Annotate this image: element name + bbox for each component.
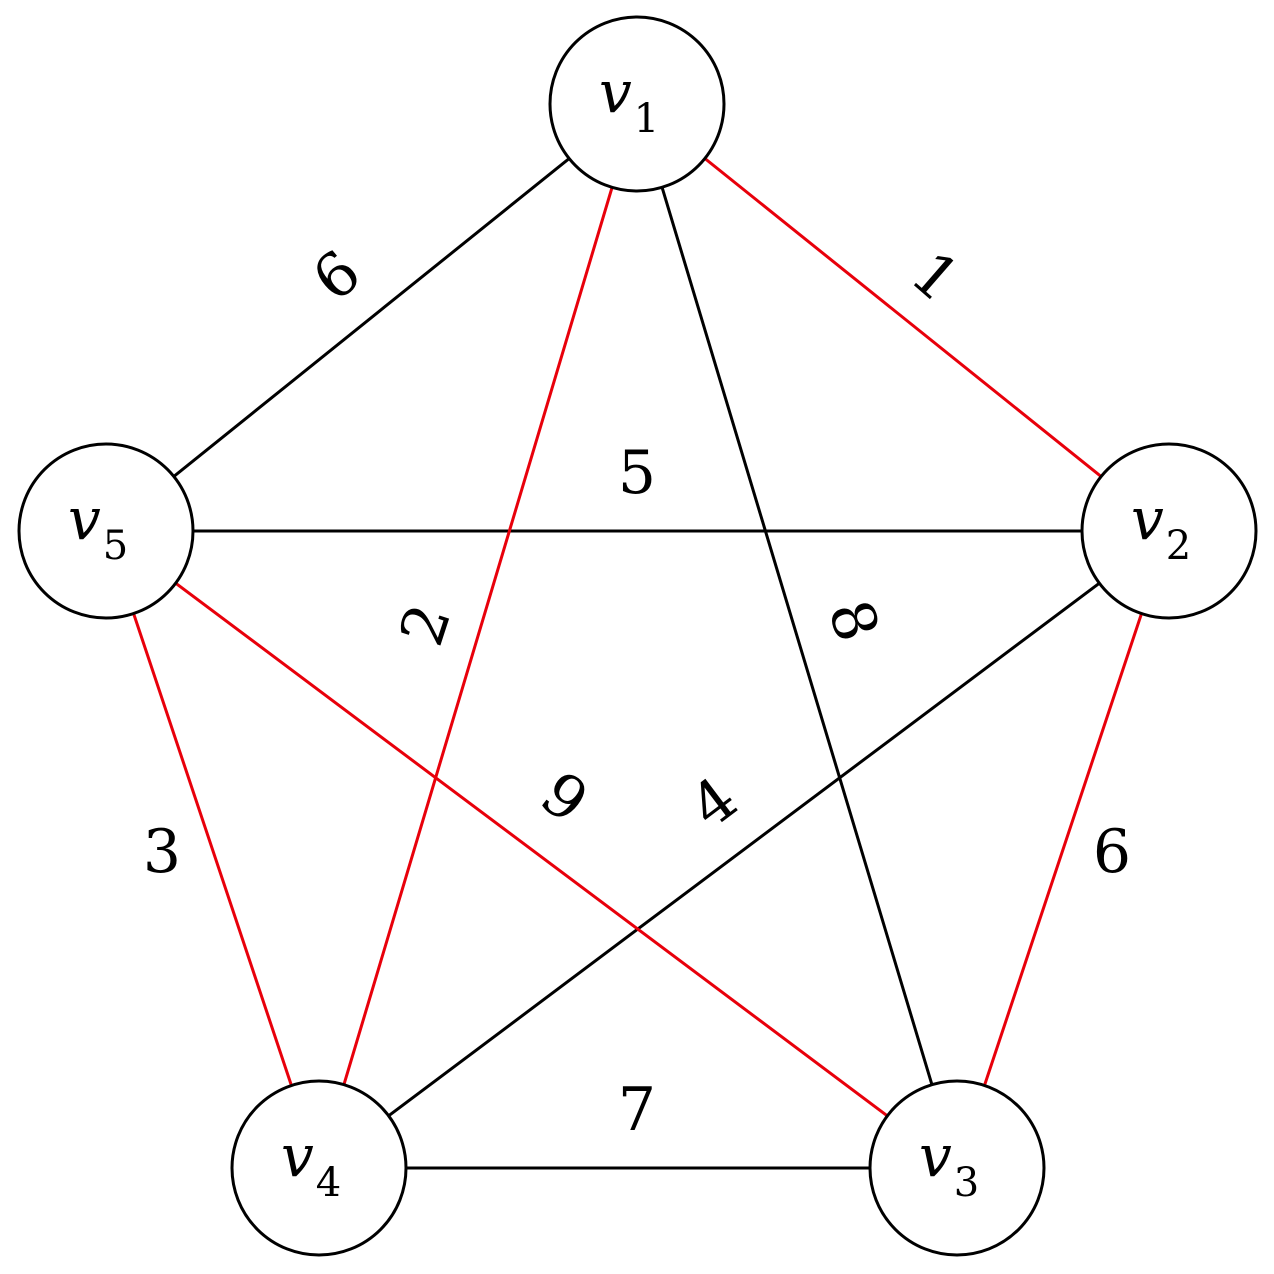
edge-v1-v5 (105, 102, 638, 533)
node-label-base: v (281, 1122, 314, 1190)
edge-weight-v4-v3: 7 (618, 1075, 656, 1145)
node-label: v2 (1131, 485, 1191, 569)
node-label: v1 (599, 58, 659, 142)
node-label-base: v (1131, 485, 1164, 553)
edge-weight-v2-v3: 6 (1093, 817, 1131, 887)
edge-v5-v3 (105, 529, 958, 1170)
edges-layer (104, 102, 1171, 1170)
node-circle (1080, 442, 1258, 620)
node-v3: v3 (868, 1079, 1046, 1257)
edge-weight-v1-v4: 2 (387, 596, 465, 654)
edge-weight-v5-v3: 9 (528, 759, 601, 838)
node-label-subscript: 5 (103, 523, 128, 569)
node-label-base: v (68, 485, 101, 553)
node-circle (868, 1079, 1046, 1257)
weights-layer: 1 2 3 6 9 6 5 8 4 7 (143, 237, 1131, 1145)
edge-weight-v5-v2: 5 (618, 438, 656, 508)
node-v5: v5 (17, 442, 195, 620)
edge-v1-v3 (635, 103, 959, 1169)
edge-v2-v4 (318, 529, 1170, 1170)
node-label-subscript: 3 (954, 1160, 979, 1206)
edge-weight-v1-v5: 6 (300, 237, 374, 315)
node-label: v5 (68, 485, 128, 569)
edge-v1-v2 (636, 102, 1170, 533)
node-label: v4 (281, 1122, 341, 1206)
node-circle (17, 442, 195, 620)
edge-v5-v4 (104, 530, 321, 1169)
node-v2: v2 (1080, 442, 1258, 620)
edge-v1-v4 (317, 103, 639, 1169)
edge-weight-v2-v4: 4 (678, 764, 751, 843)
node-label-base: v (919, 1122, 952, 1190)
node-label-base: v (599, 58, 632, 126)
node-v1: v1 (548, 15, 726, 193)
edge-weight-v5-v4: 3 (143, 817, 181, 887)
edge-weight-v1-v2: 1 (898, 238, 973, 316)
node-v4: v4 (230, 1079, 408, 1257)
node-circle (230, 1079, 408, 1257)
node-label-subscript: 4 (316, 1160, 341, 1206)
edge-v2-v3 (955, 530, 1171, 1169)
edge-weight-v1-v3: 8 (814, 592, 892, 650)
node-label-subscript: 2 (1166, 523, 1191, 569)
node-label: v3 (919, 1122, 979, 1206)
node-label-subscript: 1 (634, 96, 659, 142)
node-circle (548, 15, 726, 193)
